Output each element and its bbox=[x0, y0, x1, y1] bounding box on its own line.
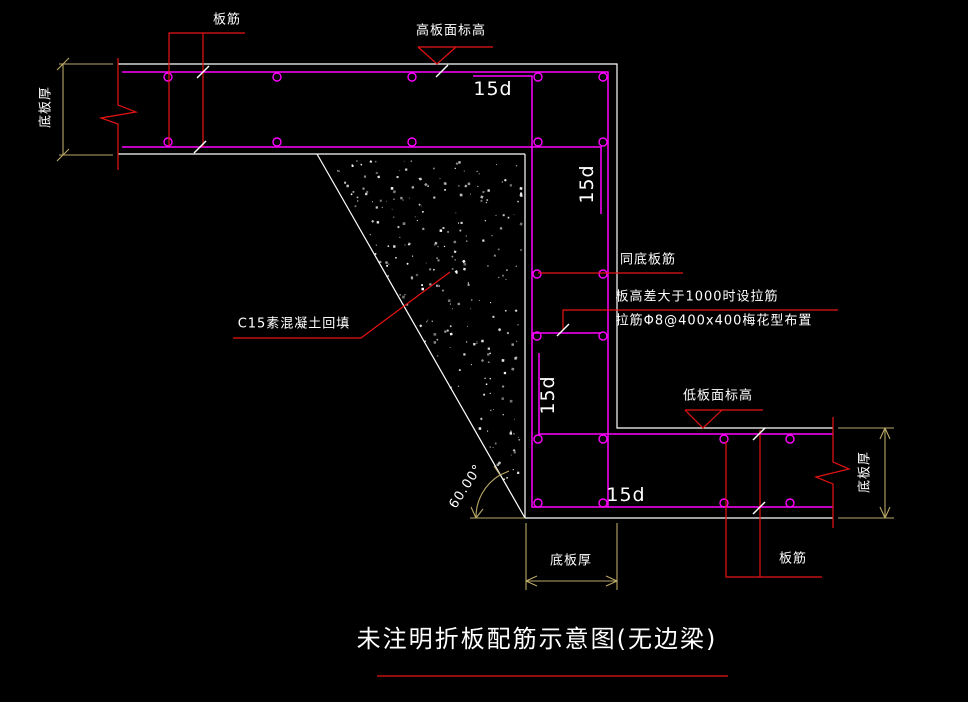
dimension-left-thickness bbox=[56, 57, 113, 162]
angle-dimension bbox=[470, 465, 525, 519]
top-rebar-label: 板筋 bbox=[212, 12, 242, 28]
outline-slope-60deg bbox=[316, 153, 526, 519]
backfill-label: C15素混凝土回填 bbox=[237, 316, 351, 332]
high-elevation-label: 高板面标高 bbox=[415, 23, 487, 39]
rebar-lines bbox=[122, 71, 833, 508]
drawing-title: 未注明折板配筋示意图(无边梁) bbox=[356, 625, 718, 654]
thickness-right-label: 底板厚 bbox=[857, 450, 873, 494]
bottom-rebar-label: 板筋 bbox=[778, 551, 808, 567]
concrete-stipple-texture bbox=[337, 160, 523, 480]
low-elevation-label: 低板面标高 bbox=[682, 388, 754, 404]
elevation-triangle-icon bbox=[684, 409, 723, 429]
tie-note-line2: 拉筋Φ8@400x400梅花型布置 bbox=[615, 313, 813, 329]
rebar-wall-inner-and-lower-bottom bbox=[473, 75, 833, 508]
thickness-left-label: 底板厚 bbox=[38, 85, 54, 129]
rebar-bottom-bar-15d-anchor bbox=[122, 146, 602, 214]
leader-backfill bbox=[233, 271, 451, 339]
tie-note-line1: 板高差大于1000时设拉筋 bbox=[615, 289, 779, 305]
dimension-bottom-thickness bbox=[525, 523, 618, 590]
outline-top-and-right bbox=[118, 63, 833, 429]
rebar-section-circles bbox=[163, 72, 795, 508]
elevation-marker-low bbox=[684, 409, 763, 429]
anchorage-15d-wall-lower-label: 15d bbox=[537, 375, 560, 415]
slab-outline bbox=[118, 63, 833, 519]
anchorage-15d-wall-upper-label: 15d bbox=[576, 164, 599, 204]
rebar-top-bar-and-wall-outer bbox=[122, 71, 609, 507]
break-line-right bbox=[814, 417, 851, 528]
break-line-left bbox=[98, 58, 139, 170]
elevation-triangle-icon bbox=[417, 46, 457, 65]
rebar-lower-top-15d-anchor bbox=[538, 353, 833, 435]
rebar-tick-marks bbox=[193, 64, 766, 515]
same-as-bottom-rebar-label: 同底板筋 bbox=[619, 252, 677, 268]
thickness-bottom-label: 底板厚 bbox=[549, 553, 593, 569]
dimension-right-thickness bbox=[838, 427, 894, 519]
anchorage-15d-top-label: 15d bbox=[473, 78, 513, 101]
leader-tie-note bbox=[562, 309, 838, 330]
leader-bottom-rebar bbox=[725, 430, 822, 578]
elevation-marker-high bbox=[417, 46, 493, 65]
anchorage-15d-bottom-label: 15d bbox=[606, 484, 646, 507]
leader-top-rebar bbox=[168, 32, 245, 147]
